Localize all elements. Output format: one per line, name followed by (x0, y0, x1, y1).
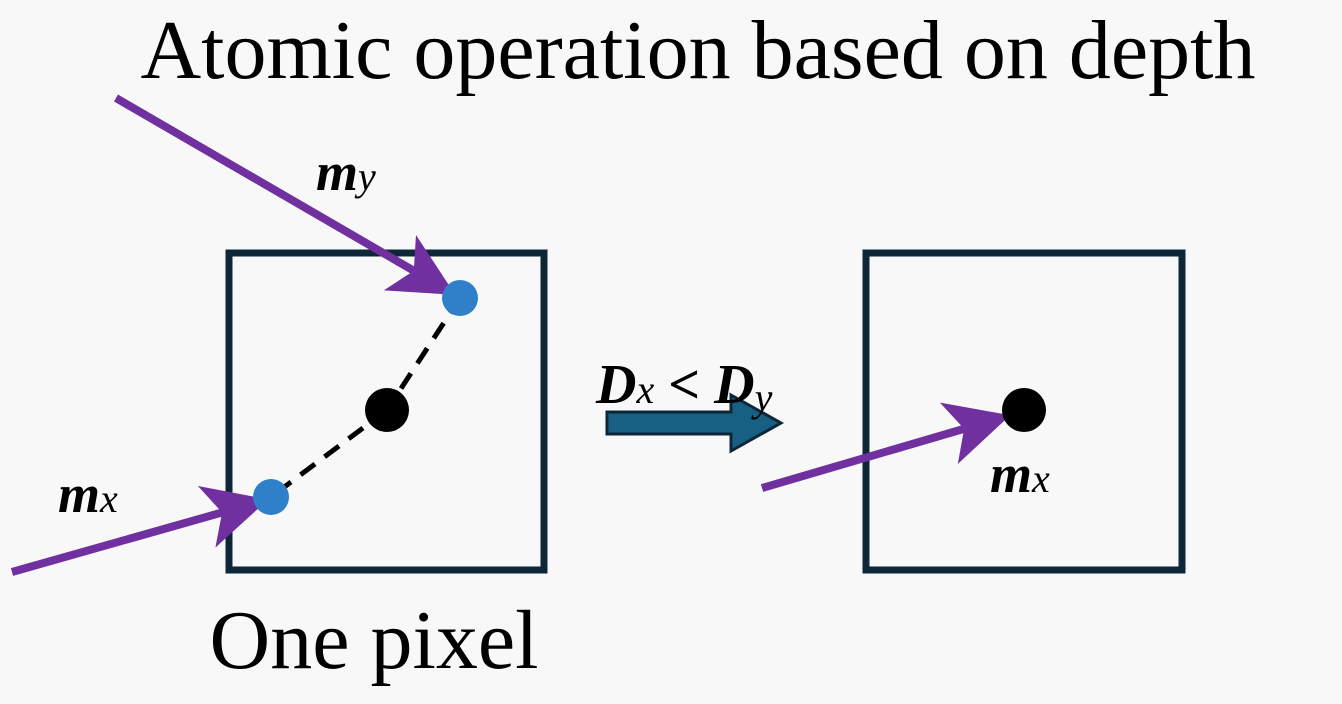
label-m-x-left: mx (58, 464, 118, 524)
diagram-title: Atomic operation based on depth (140, 4, 1255, 97)
label-m-y-sub: y (354, 154, 376, 199)
sample-point-m-x (253, 479, 289, 515)
transition-arrow-icon (605, 392, 785, 454)
label-m-x-left-sub: x (99, 476, 118, 521)
ray-m-y (113, 94, 456, 295)
label-m-x-right-sub: x (1031, 456, 1050, 501)
condition-lhs-sub: x (635, 367, 654, 412)
condition-rhs: D (713, 354, 754, 416)
depth-connector-upper (384, 296, 463, 412)
condition-operator: < (654, 354, 714, 416)
pixel-box-after (862, 249, 1186, 574)
depth-point-before (365, 388, 409, 432)
pixel-caption: One pixel (210, 594, 539, 687)
sample-point-m-y (442, 280, 478, 316)
ray-m-x-right (760, 402, 1011, 492)
label-m-y: my (316, 142, 376, 202)
label-m-x-right-base: m (990, 444, 1032, 504)
label-m-x-right: mx (990, 444, 1050, 504)
depth-point-after (1002, 388, 1046, 432)
ray-m-x-left (10, 486, 269, 576)
label-m-x-left-base: m (58, 464, 100, 524)
label-m-y-base: m (316, 142, 358, 202)
depth-condition: Dx < Dy (595, 354, 773, 420)
condition-lhs: D (595, 354, 636, 416)
depth-connector-lower (269, 408, 389, 499)
condition-rhs-sub: y (751, 375, 773, 420)
